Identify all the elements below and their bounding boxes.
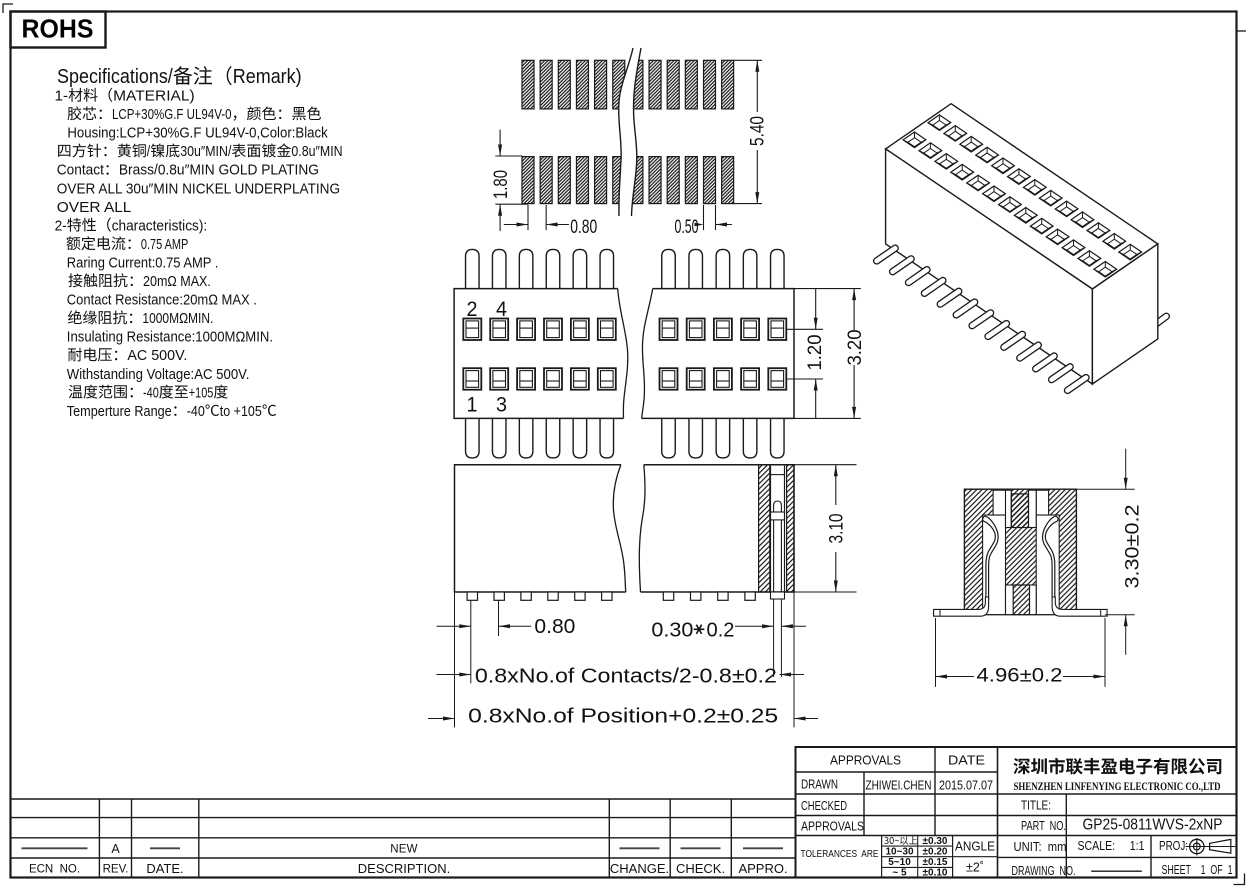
svg-text:+105: +105 — [189, 384, 214, 401]
svg-text:3: 3 — [496, 394, 507, 417]
svg-text:20mΩ MAX.: 20mΩ MAX. — [143, 273, 211, 290]
svg-text:Raring Current:0.75 AMP .: Raring Current:0.75 AMP . — [67, 254, 219, 271]
svg-text:0.80: 0.80 — [534, 616, 575, 638]
svg-text:-40: -40 — [143, 384, 159, 401]
svg-text:1: 1 — [467, 394, 478, 417]
svg-text:ANGLE: ANGLE — [955, 839, 995, 853]
svg-text:SHEET 1 OF 1: SHEET 1 OF 1 — [1162, 863, 1233, 877]
svg-text:CHECKED: CHECKED — [801, 799, 847, 813]
svg-text:SHENZHEN LINFENYING ELECTRONIC: SHENZHEN LINFENYING ELECTRONIC CO.,LTD — [1014, 779, 1221, 793]
svg-text:TITLE:: TITLE: — [1021, 799, 1051, 813]
svg-text:Contact Resistance:20mΩ MAX .: Contact Resistance:20mΩ MAX . — [67, 292, 257, 309]
svg-text:Withstanding Voltage:AC 500V.: Withstanding Voltage:AC 500V. — [67, 366, 250, 383]
svg-text:APPROVALS: APPROVALS — [801, 820, 864, 834]
svg-text:CHANGE.: CHANGE. — [610, 861, 669, 876]
svg-text:±0.10: ±0.10 — [923, 868, 948, 879]
svg-text:DRAWN: DRAWN — [801, 777, 838, 791]
svg-text:MATERIAL): MATERIAL) — [113, 88, 195, 105]
svg-text:±0.20: ±0.20 — [923, 847, 948, 858]
svg-text:0.8xNo.of Position+0.2±0.25: 0.8xNo.of Position+0.2±0.25 — [468, 706, 778, 728]
svg-text:characteristics):: characteristics): — [112, 217, 208, 234]
svg-text:-40: -40 — [187, 403, 205, 420]
svg-text:DESCRIPTION.: DESCRIPTION. — [358, 861, 450, 876]
svg-text:UNIT: mm: UNIT: mm — [1014, 840, 1067, 854]
svg-text:0.2: 0.2 — [707, 619, 735, 641]
svg-text:Housing:LCP+30%G.F UL94V-0,Col: Housing:LCP+30%G.F UL94V-0,Color:Black — [67, 125, 328, 142]
svg-text:4: 4 — [496, 298, 507, 321]
svg-text:ZHIWEI.CHEN: ZHIWEI.CHEN — [866, 778, 932, 792]
svg-text:1.80: 1.80 — [490, 170, 512, 199]
svg-text:OVER ALL 30u″MIN NICKEL UNDERP: OVER ALL 30u″MIN NICKEL UNDERPLATING — [57, 180, 340, 197]
svg-text:APPROVALS: APPROVALS — [830, 753, 901, 767]
svg-text:Contact: Contact — [57, 162, 105, 179]
svg-text:3.30±0.2: 3.30±0.2 — [1122, 505, 1144, 589]
svg-text:Brass/0.8u″MIN GOLD PLATING: Brass/0.8u″MIN GOLD PLATING — [119, 162, 319, 179]
svg-text:5~10: 5~10 — [888, 857, 911, 868]
svg-text:30u″MIN/: 30u″MIN/ — [180, 143, 232, 160]
svg-text:SCALE: 1:1: SCALE: 1:1 — [1078, 839, 1145, 853]
svg-text:Specifications/: Specifications/ — [57, 66, 173, 88]
svg-text:1-: 1- — [55, 88, 69, 105]
svg-text:Remark): Remark) — [233, 66, 302, 88]
svg-text:3.10: 3.10 — [826, 513, 848, 543]
svg-text:GP25-0811WVS-2xNP: GP25-0811WVS-2xNP — [1083, 817, 1223, 834]
svg-text:0.75 AMP: 0.75 AMP — [141, 236, 188, 253]
svg-text:Temperture Range: Temperture Range — [67, 403, 172, 420]
svg-text:APPRO.: APPRO. — [738, 861, 787, 876]
svg-text:2015.07.07: 2015.07.07 — [939, 778, 993, 792]
svg-text:to +105: to +105 — [220, 403, 262, 420]
svg-text:±0.15: ±0.15 — [923, 857, 948, 868]
svg-text:1.20: 1.20 — [804, 334, 826, 370]
svg-text:0.8u″MIN: 0.8u″MIN — [291, 143, 342, 160]
svg-text:1000MΩMIN.: 1000MΩMIN. — [142, 310, 213, 327]
svg-text:TOLERANCES ARE: TOLERANCES ARE — [801, 848, 879, 860]
svg-text:CHECK.: CHECK. — [676, 861, 725, 876]
svg-text:±0.30: ±0.30 — [923, 836, 948, 847]
svg-text:NEW: NEW — [390, 843, 417, 855]
svg-text:DATE: DATE — [948, 753, 985, 767]
svg-text:0.30: 0.30 — [651, 619, 693, 641]
svg-text:DATE.: DATE. — [146, 861, 183, 876]
svg-text:0.50: 0.50 — [675, 216, 699, 238]
svg-text:±2˚: ±2˚ — [966, 861, 984, 875]
svg-text:AC 500V.: AC 500V. — [127, 347, 187, 364]
svg-text:/: / — [147, 143, 151, 160]
svg-text:0.80: 0.80 — [570, 216, 597, 238]
svg-text:0.8xNo.of Contacts/2-0.8±0.2: 0.8xNo.of Contacts/2-0.8±0.2 — [475, 666, 777, 688]
svg-text:10~30: 10~30 — [885, 847, 914, 858]
svg-text:3.20: 3.20 — [844, 329, 866, 365]
svg-text:Insulating Resistance:1000MΩMI: Insulating Resistance:1000MΩMIN. — [67, 329, 273, 346]
svg-text:ECN NO.: ECN NO. — [29, 863, 80, 875]
svg-text:A: A — [111, 842, 120, 856]
svg-text:REV.: REV. — [103, 863, 129, 875]
svg-text:DRAWING NO.: DRAWING NO. — [1012, 864, 1076, 878]
svg-text:PROJ:: PROJ: — [1159, 839, 1188, 853]
svg-text:LCP+30%G.F UL94V-0: LCP+30%G.F UL94V-0 — [112, 106, 232, 123]
svg-text:5.40: 5.40 — [746, 116, 768, 146]
svg-text:~ 5: ~ 5 — [892, 868, 907, 879]
svg-text:2-: 2- — [55, 217, 67, 234]
svg-text:ROHS: ROHS — [22, 16, 94, 44]
svg-text:OVER ALL: OVER ALL — [57, 199, 132, 216]
svg-text:2: 2 — [467, 298, 478, 321]
svg-text:4.96±0.2: 4.96±0.2 — [977, 665, 1063, 687]
svg-text:PART NO.: PART NO. — [1021, 819, 1066, 833]
